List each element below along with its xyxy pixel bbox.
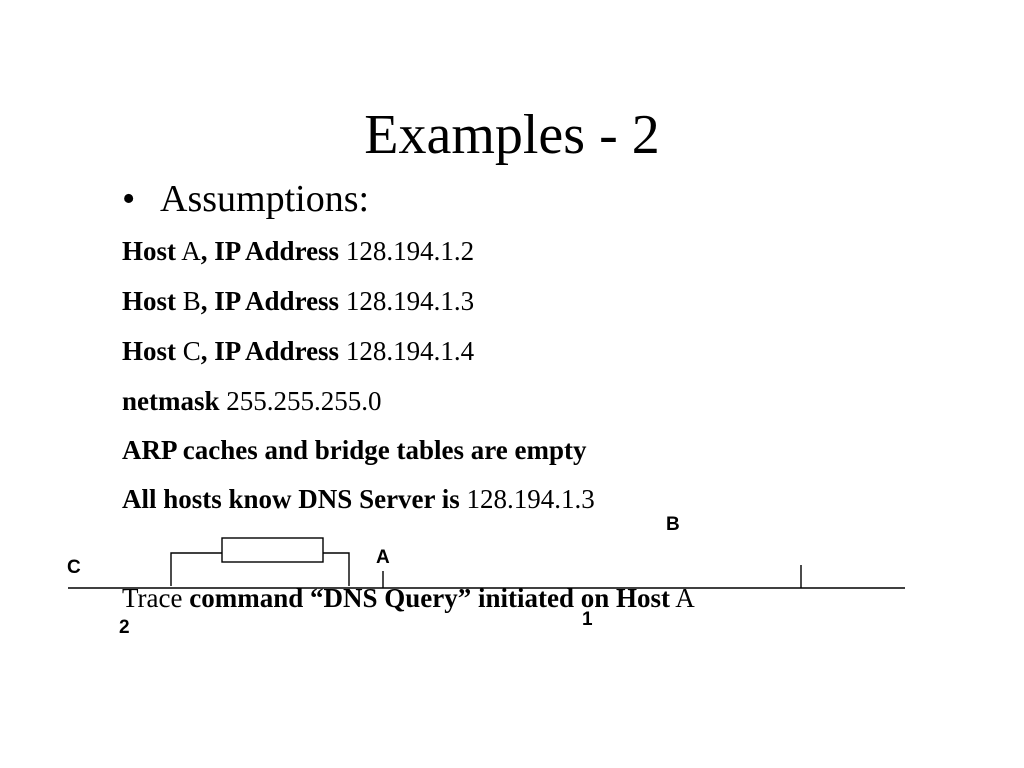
trace-word: Trace — [122, 583, 183, 613]
host-b-ip-value: 128.194.1.3 — [339, 286, 475, 316]
slide-title: Examples - 2 — [364, 104, 660, 166]
host-c-ip-label: , IP Address — [200, 336, 340, 366]
dns-server-ip: 128.194.1.3 — [459, 484, 595, 514]
host-a-line: Host A, IP Address 128.194.1.2 — [122, 234, 474, 268]
arp-caches-text: ARP caches and bridge tables are empty — [122, 435, 587, 465]
host-c-host-label: Host — [122, 336, 176, 366]
dns-server-label: All hosts know DNS Server is — [122, 484, 460, 514]
host-a-host-label: Host — [122, 236, 176, 266]
arp-caches-line: ARP caches and bridge tables are empty — [122, 433, 586, 467]
host-c-line: Host C, IP Address 128.194.1.4 — [122, 334, 474, 368]
host-a-ip-label: , IP Address — [200, 236, 340, 266]
segment-2-label: 2 — [119, 617, 130, 638]
dns-server-line: All hosts know DNS Server is 128.194.1.3 — [122, 482, 595, 516]
trace-host-name: A — [670, 583, 695, 613]
host-a-label: A — [376, 547, 390, 568]
trace-command-text: command “DNS Query” initiated on Host — [182, 583, 671, 613]
host-a-name: A — [176, 236, 201, 266]
host-b-label: B — [666, 514, 680, 535]
host-b-name: B — [176, 286, 201, 316]
host-c-label: C — [67, 557, 81, 578]
trace-line: Trace command “DNS Query” initiated on H… — [122, 581, 695, 615]
host-b-ip-label: , IP Address — [200, 286, 340, 316]
bridge-box — [221, 537, 324, 563]
assumptions-heading: Assumptions: — [160, 178, 370, 220]
netmask-line: netmask 255.255.255.0 — [122, 384, 382, 418]
host-b-line: Host B, IP Address 128.194.1.3 — [122, 284, 474, 318]
netmask-value: 255.255.255.0 — [219, 386, 382, 416]
bullet-symbol: • — [122, 178, 136, 220]
host-c-name: C — [176, 336, 201, 366]
assumptions-bullet: • Assumptions: — [122, 176, 369, 222]
host-b-host-label: Host — [122, 286, 176, 316]
host-c-ip-value: 128.194.1.4 — [339, 336, 475, 366]
host-a-ip-value: 128.194.1.2 — [339, 236, 475, 266]
netmask-label: netmask — [122, 386, 220, 416]
